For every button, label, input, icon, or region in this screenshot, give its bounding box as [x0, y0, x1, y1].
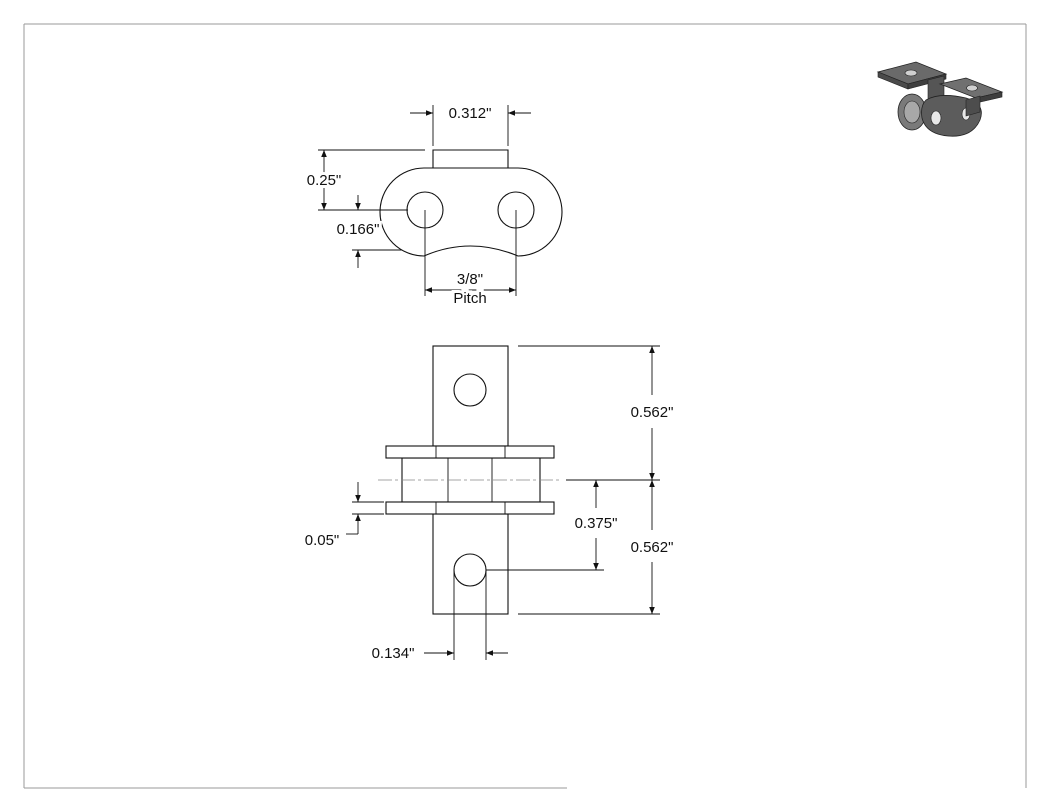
dim-lower-tab-height: 0.562" [518, 480, 674, 615]
dim-hole-offset: 0.375" [486, 480, 618, 571]
dim-front-hole-diameter-label: 0.134" [372, 645, 415, 662]
dim-upper-tab-height: 0.562" [518, 345, 674, 481]
front-view: 0.562" 0.562" 0.375" 0.05" [305, 345, 674, 662]
dim-top-width-label: 0.312" [449, 105, 492, 122]
upper-tab-hole [453, 373, 487, 407]
dim-pitch-label: Pitch [453, 290, 486, 307]
dim-upper-tab-height-label: 0.562" [631, 404, 674, 421]
lower-tab-hole [453, 553, 487, 587]
top-view: 0.312" 0.25" 0.166" 3/8" Pitch [304, 105, 563, 310]
dim-hole-diameter: 0.166" [334, 195, 402, 268]
dim-side-height-label: 0.25" [307, 172, 342, 189]
dim-pitch: 3/8" Pitch [424, 210, 517, 310]
dim-plate-thickness-label: 0.05" [305, 532, 340, 549]
dim-top-width: 0.312" [410, 105, 531, 146]
lower-side-plate [385, 501, 555, 515]
chain-link-attachment-isometric-icon [876, 61, 1004, 137]
dim-front-hole-diameter: 0.134" [372, 570, 508, 662]
dim-side-height: 0.25" [304, 149, 425, 211]
dim-plate-thickness: 0.05" [305, 482, 384, 549]
dim-hole-offset-label: 0.375" [575, 515, 618, 532]
upper-side-plate [385, 445, 555, 459]
dim-hole-diameter-label: 0.166" [337, 221, 380, 238]
sheet-border [23, 23, 1027, 789]
dim-pitch-value: 3/8" [457, 271, 483, 288]
dim-lower-tab-height-label: 0.562" [631, 539, 674, 556]
top-view-outline [379, 149, 563, 257]
